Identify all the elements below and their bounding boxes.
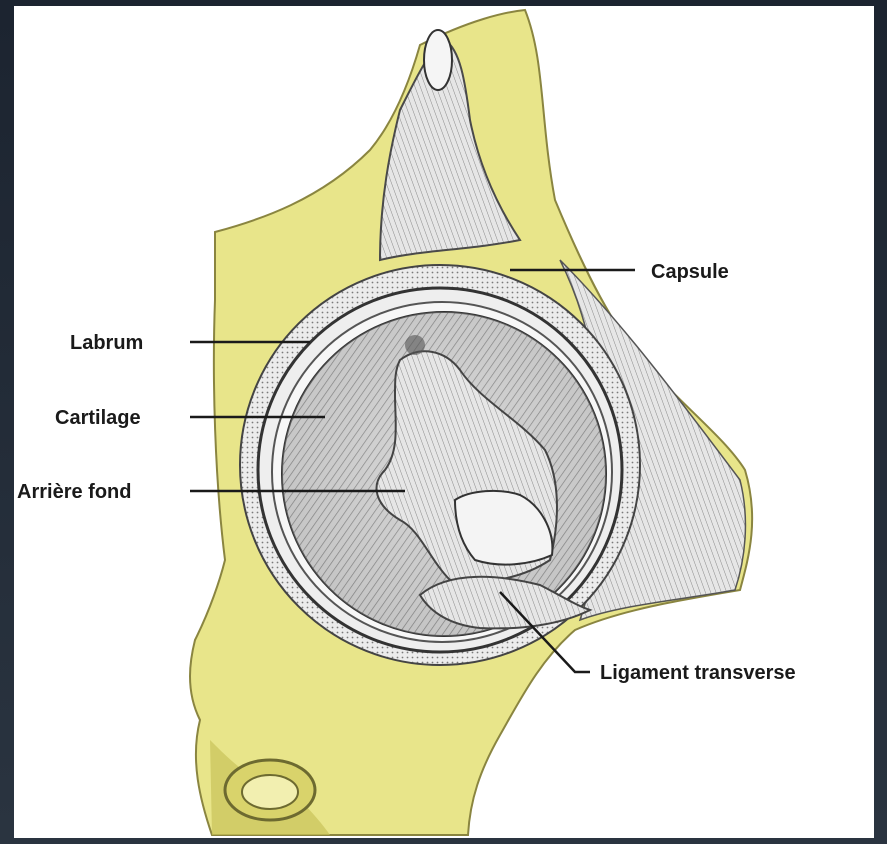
bone-foramen-inner (242, 775, 298, 809)
label-cartilage: Cartilage (55, 407, 141, 429)
label-labrum: Labrum (70, 332, 143, 354)
label-transverse-ligament: Ligament transverse (600, 662, 796, 684)
label-capsule: Capsule (651, 261, 729, 283)
label-fossa: Arrière fond (17, 481, 131, 503)
tendon-stump (424, 30, 452, 90)
fossa-dark-spot (405, 335, 425, 355)
